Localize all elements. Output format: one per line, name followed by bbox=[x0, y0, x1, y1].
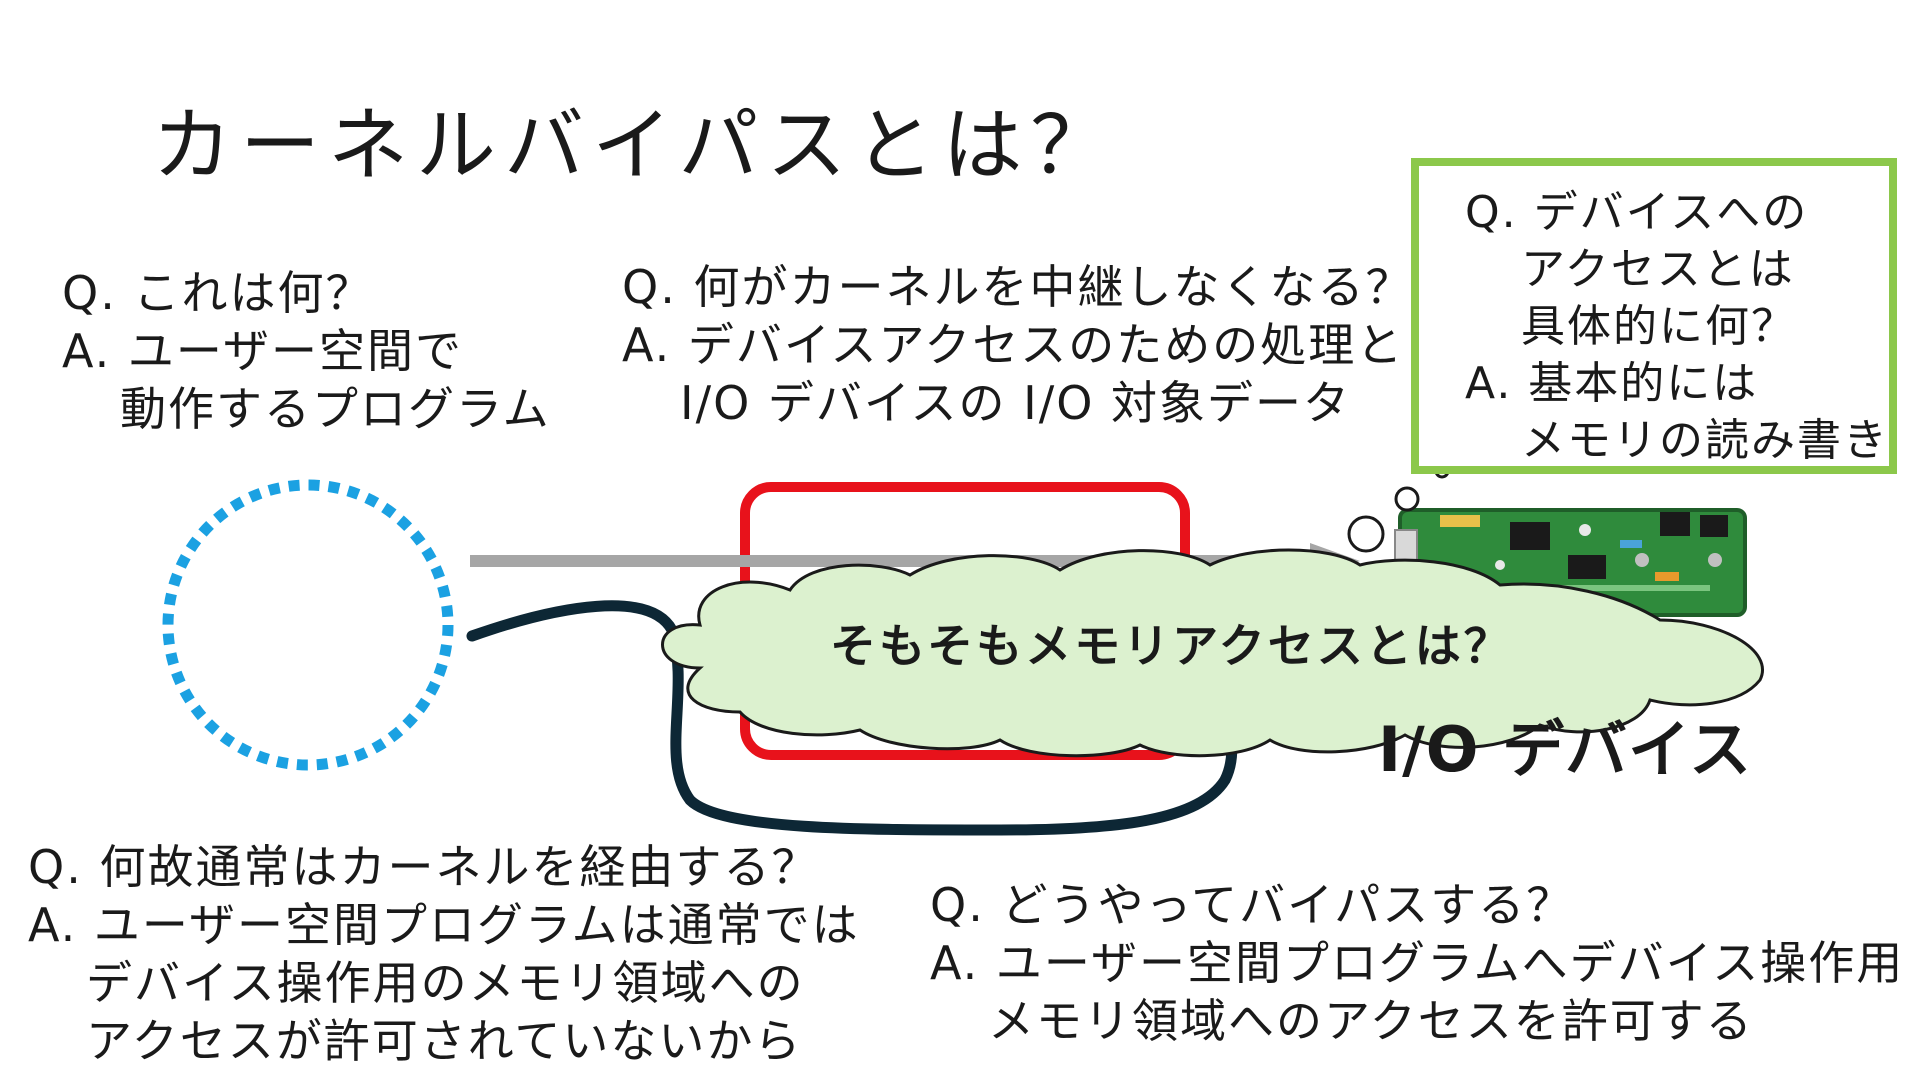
io-device-label: I/O デバイス bbox=[1378, 713, 1753, 786]
answer-text: デバイス操作用のメモリ領域への bbox=[86, 956, 805, 1010]
qa-kernel-relay: Q. 何がカーネルを中継しなくなる？ A. デバイスアクセスのための処理と I/… bbox=[622, 258, 1413, 432]
normal-access-path bbox=[466, 600, 1238, 836]
memory-access-cloud bbox=[661, 548, 1764, 758]
question-text: アクセスとは bbox=[1521, 244, 1795, 295]
answer-text: A. ユーザー空間プログラムは通常では bbox=[28, 898, 860, 952]
question-text: 具体的に何？ bbox=[1521, 301, 1797, 352]
qa-what-is-this: Q. これは何？ A. ユーザー空間で 動作するプログラム bbox=[62, 264, 551, 438]
thought-bubble-large bbox=[1347, 515, 1385, 553]
question-text: Q. 何故通常はカーネルを経由する？ bbox=[28, 840, 820, 894]
answer-text: A. 基本的には bbox=[1465, 358, 1759, 409]
answer-text: アクセスが許可されていないから bbox=[86, 1014, 803, 1068]
answer-text: A. ユーザー空間プログラムへデバイス操作用 bbox=[930, 936, 1905, 990]
user-program-circle bbox=[162, 479, 454, 771]
answer-text: A. ユーザー空間で bbox=[62, 324, 463, 378]
answer-text: メモリの読み書き bbox=[1521, 415, 1889, 466]
answer-text: A. デバイスアクセスのための処理と bbox=[622, 318, 1405, 372]
question-text: Q. 何がカーネルを中継しなくなる？ bbox=[622, 260, 1414, 314]
thought-bubble-medium bbox=[1394, 486, 1420, 512]
question-text: Q. どうやってバイパスする？ bbox=[930, 878, 1575, 932]
slide-title: カーネルバイパスとは？ bbox=[152, 99, 1119, 192]
question-text: Q. これは何？ bbox=[62, 266, 374, 320]
qa-device-access: Q. デバイスへの アクセスとは 具体的に何？ A. 基本的には メモリの読み書… bbox=[1465, 184, 1889, 469]
question-text: Q. デバイスへの bbox=[1465, 187, 1809, 238]
qa-how-bypass: Q. どうやってバイパスする？ A. ユーザー空間プログラムへデバイス操作用 メ… bbox=[930, 876, 1904, 1050]
cloud-text: そもそもメモリアクセスとは？ bbox=[830, 619, 1513, 673]
qa-why-kernel: Q. 何故通常はカーネルを経由する？ A. ユーザー空間プログラムは通常では デ… bbox=[28, 838, 860, 1070]
answer-text: I/O デバイスの I/O 対象データ bbox=[680, 376, 1352, 430]
answer-text: 動作するプログラム bbox=[120, 382, 551, 436]
device-access-thought-box: Q. デバイスへの アクセスとは 具体的に何？ A. 基本的には メモリの読み書… bbox=[1411, 158, 1897, 474]
answer-text: メモリ領域へのアクセスを許可する bbox=[988, 994, 1754, 1048]
